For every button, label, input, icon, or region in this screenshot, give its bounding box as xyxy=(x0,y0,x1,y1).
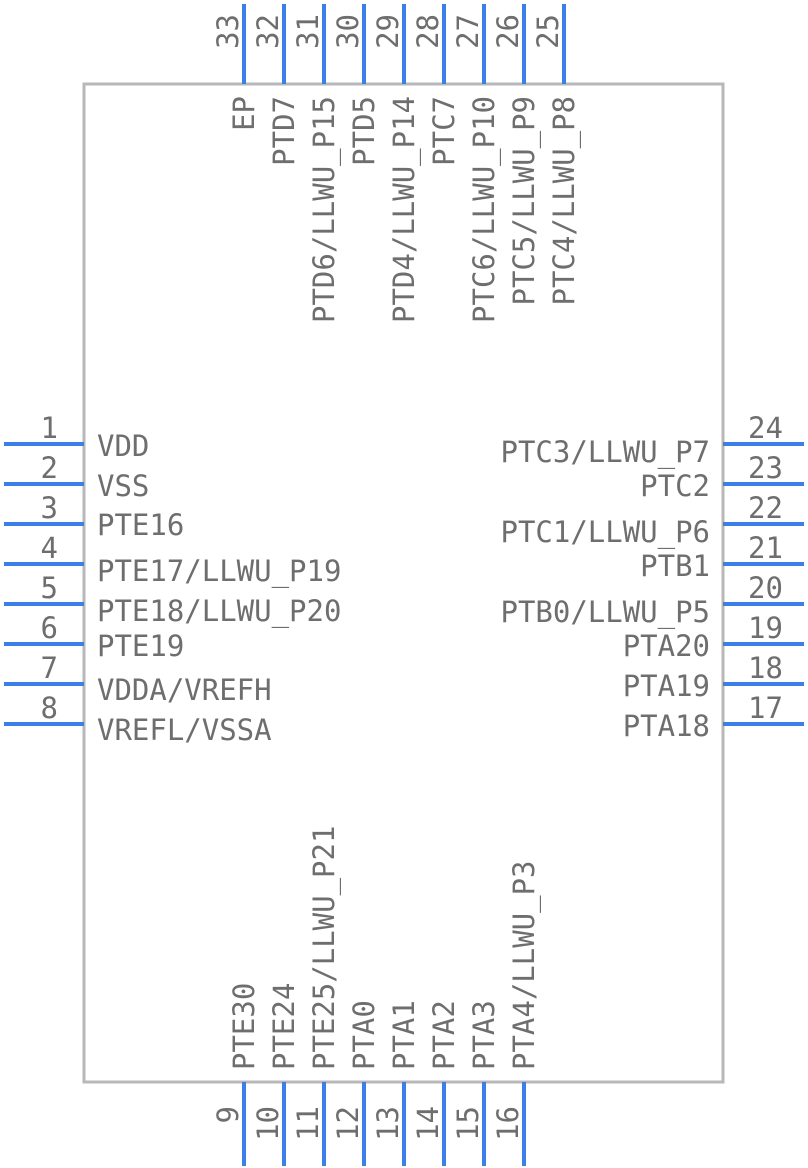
pin-number: 10 xyxy=(251,1106,285,1141)
pin-label: VREFL/VSSA xyxy=(97,713,272,747)
pin-label: PTA20 xyxy=(623,629,710,663)
pin-number: 7 xyxy=(41,651,58,685)
pin-label: PTB1 xyxy=(640,549,710,583)
pin-label: PTA4/LLWU_P3 xyxy=(507,860,542,1070)
pin-number: 17 xyxy=(748,691,783,725)
pin-label: PTC7 xyxy=(427,96,461,166)
pin-label: PTD6/LLWU_P15 xyxy=(307,96,342,323)
pin-number: 30 xyxy=(331,14,365,49)
pin-label: PTE24 xyxy=(267,983,301,1070)
pin-label: PTA1 xyxy=(387,1000,421,1070)
pin-label: PTA3 xyxy=(467,1000,501,1070)
pin-number: 33 xyxy=(211,14,245,49)
pin-label: PTA19 xyxy=(623,669,710,703)
pin-label: PTD4/LLWU_P14 xyxy=(387,96,422,323)
pin-label: PTE25/LLWU_P21 xyxy=(307,826,342,1070)
pin-label: PTD7 xyxy=(267,96,301,166)
pin-number: 12 xyxy=(331,1106,365,1141)
pin-label: EP xyxy=(227,96,261,131)
pin-number: 15 xyxy=(451,1106,485,1141)
pin-number: 26 xyxy=(491,14,525,49)
pin-number: 13 xyxy=(371,1106,405,1141)
pin-number: 32 xyxy=(251,14,285,49)
pin-number: 22 xyxy=(748,491,783,525)
pin-number: 1 xyxy=(41,411,58,445)
pin-label: PTC5/LLWU_P9 xyxy=(507,96,542,306)
pin-number: 27 xyxy=(451,14,485,49)
pin-label: PTE16 xyxy=(97,508,184,542)
pin-label: PTC2 xyxy=(640,469,710,503)
pin-label: PTE19 xyxy=(97,629,184,663)
pin-number: 3 xyxy=(41,491,58,525)
pin-number: 29 xyxy=(371,14,405,49)
pin-label: PTA18 xyxy=(623,709,710,743)
pin-label: VDDA/VREFH xyxy=(97,673,272,707)
pin-number: 31 xyxy=(291,14,325,49)
pin-number: 4 xyxy=(41,531,58,565)
pin-number: 21 xyxy=(748,531,783,565)
ic-body-outline xyxy=(82,82,725,1084)
pin-number: 5 xyxy=(41,571,58,605)
pin-label: PTB0/LLWU_P5 xyxy=(500,595,710,630)
pin-number: 18 xyxy=(748,651,783,685)
pin-label: PTE18/LLWU_P20 xyxy=(97,594,341,629)
pin-label: PTE17/LLWU_P19 xyxy=(97,554,341,589)
pin-number: 28 xyxy=(411,14,445,49)
pin-label: PTC4/LLWU_P8 xyxy=(547,96,582,306)
pin-number: 8 xyxy=(41,691,58,725)
pin-label: PTA0 xyxy=(347,1000,381,1070)
pin-number: 20 xyxy=(748,571,783,605)
pin-number: 25 xyxy=(531,14,565,49)
pin-label: PTC3/LLWU_P7 xyxy=(500,435,710,470)
pin-label: PTA2 xyxy=(427,1000,461,1070)
pin-label: PTC1/LLWU_P6 xyxy=(500,515,710,550)
pin-label: VDD xyxy=(97,429,149,463)
pin-label: PTC6/LLWU_P10 xyxy=(467,96,502,323)
pin-number: 9 xyxy=(211,1106,245,1123)
pin-number: 14 xyxy=(411,1106,445,1141)
pin-number: 19 xyxy=(748,611,783,645)
pin-number: 23 xyxy=(748,451,783,485)
pin-number: 6 xyxy=(41,611,58,645)
pin-number: 2 xyxy=(41,451,58,485)
pin-label: VSS xyxy=(97,469,149,503)
pin-number: 24 xyxy=(748,411,783,445)
pin-label: PTE30 xyxy=(227,983,261,1070)
pin-number: 11 xyxy=(291,1106,325,1141)
pin-label: PTD5 xyxy=(347,96,381,166)
pin-number: 16 xyxy=(491,1106,525,1141)
